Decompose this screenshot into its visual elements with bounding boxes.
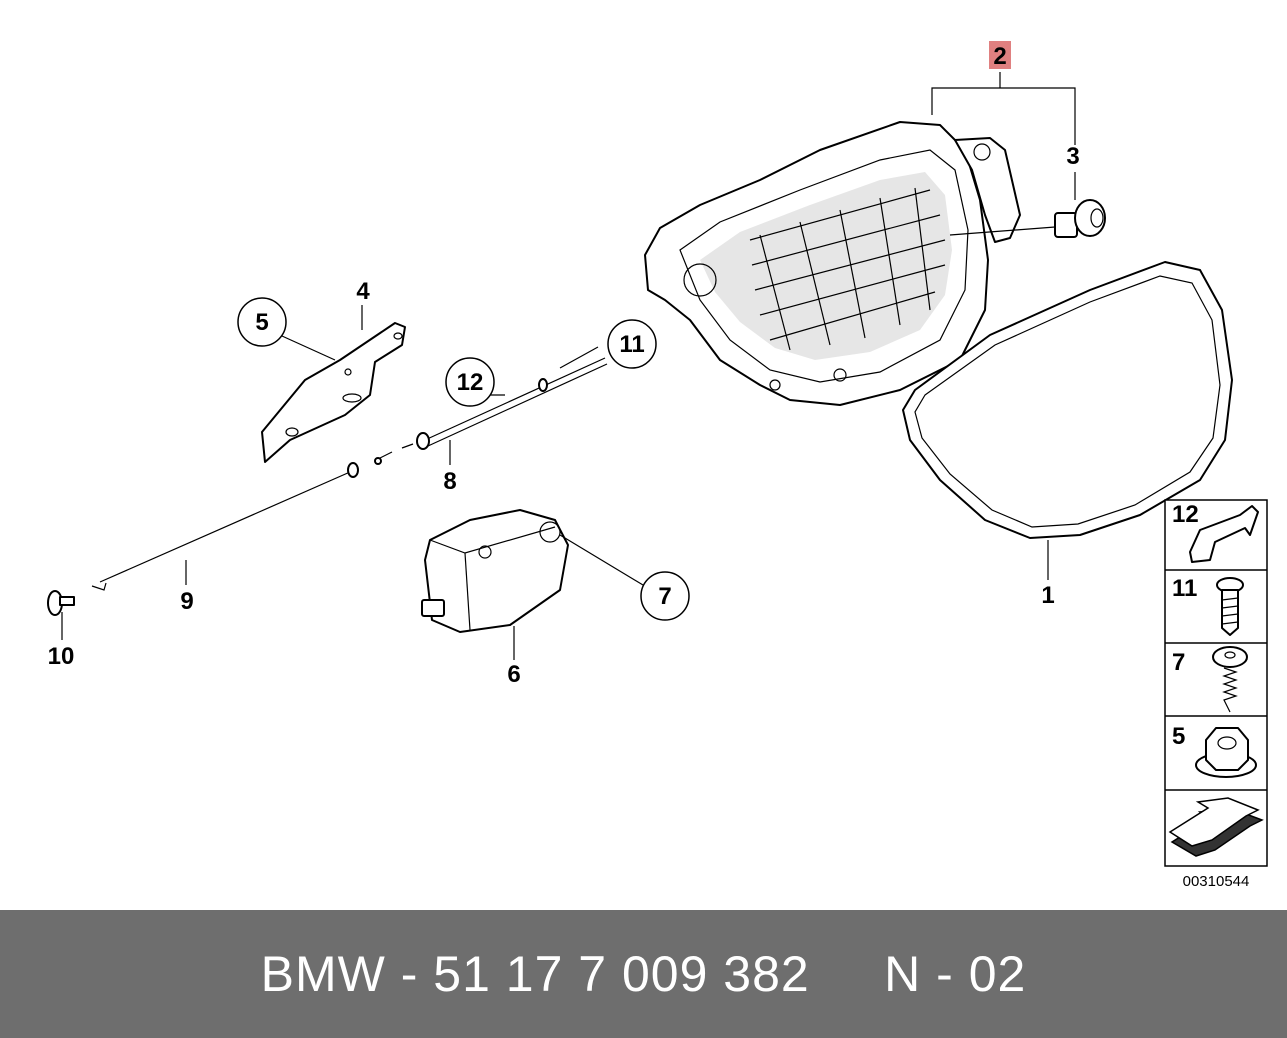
callout-5: 5 [255, 309, 268, 336]
legend-label-11: 11 [1172, 575, 1197, 602]
callout-7: 7 [658, 583, 671, 610]
callout-11: 11 [619, 331, 644, 358]
clip-part [47, 590, 75, 616]
self-tapping-screw-icon [1212, 646, 1248, 713]
hardware-legend: 12 11 7 5 00310544 [1164, 499, 1268, 890]
callout-12: 12 [457, 369, 484, 396]
callout-2: 2 [993, 43, 1006, 70]
pull-rod [91, 462, 359, 591]
callouts: 2 3 1 4 5 11 12 8 9 10 7 6 [48, 41, 1080, 688]
legend-label-12: 12 [1172, 501, 1199, 528]
part-number-caption: BMW - 51 17 7 009 382 N - 02 [260, 946, 1027, 1002]
hex-nut-icon [1195, 727, 1257, 778]
screw-icon [1216, 577, 1244, 636]
callout-11-circle [607, 319, 657, 369]
bracket [261, 322, 406, 463]
caption-bar: BMW - 51 17 7 009 382 N - 02 [0, 910, 1287, 1038]
leader-lines [61, 72, 1076, 660]
callout-2-highlight [989, 41, 1011, 69]
callout-9: 9 [180, 588, 193, 615]
diagram-id: 00310544 [1183, 873, 1250, 890]
callout-4: 4 [356, 278, 370, 305]
fuel-flap [902, 261, 1233, 539]
callout-5-circle [237, 297, 287, 347]
callout-12-circle [445, 357, 495, 407]
callout-10: 10 [48, 643, 75, 670]
legend-label-7: 7 [1172, 649, 1185, 676]
callout-8: 8 [443, 468, 456, 495]
clip-icon [1189, 505, 1259, 563]
callout-6: 6 [507, 661, 520, 688]
grommet [1054, 199, 1106, 238]
arrow-icon [1168, 797, 1264, 857]
actuator [421, 509, 569, 633]
legend-label-5: 5 [1172, 723, 1185, 750]
parts-diagram: 2 3 1 4 5 11 12 8 9 10 7 6 12 11 7 [47, 41, 1268, 890]
callout-3: 3 [1066, 143, 1079, 170]
callout-1: 1 [1041, 582, 1054, 609]
callout-7-circle [640, 571, 690, 621]
cable-with-screw [374, 357, 608, 465]
fuel-filler-housing [644, 121, 1021, 406]
